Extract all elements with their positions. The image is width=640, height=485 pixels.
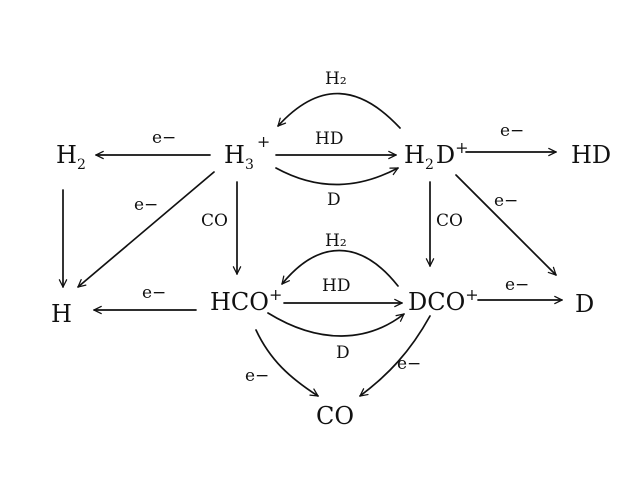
- label-e-hco-to-h: e−: [142, 283, 166, 303]
- label-hd-top: HD: [315, 129, 343, 149]
- label-co-left: CO: [201, 211, 228, 231]
- label-d-mid: D: [336, 343, 350, 363]
- arrow-h3-to-h2d-d: [275, 167, 399, 186]
- arrow-dco-to-co: [359, 315, 431, 397]
- label-d-top: D: [327, 190, 341, 210]
- node-h3-plus: H3+: [224, 132, 270, 173]
- label-e-h3-to-h2: e−: [152, 128, 176, 148]
- label-e-hco-to-co: e−: [245, 366, 269, 386]
- label-h2-mid: H₂: [325, 231, 347, 251]
- node-co: CO: [316, 402, 354, 430]
- node-hd: HD: [571, 141, 611, 169]
- arrow-h3-to-h: [77, 171, 215, 288]
- node-h2d-plus: H2D+: [404, 138, 469, 173]
- node-d: D: [575, 290, 594, 318]
- label-e-dco-to-co: e−: [397, 354, 421, 374]
- node-h2: H2: [56, 141, 86, 173]
- label-h2-top: H₂: [325, 69, 347, 89]
- label-e-h2d-to-hd: e−: [500, 121, 524, 141]
- arrow-h2d-to-h3-h2: [277, 92, 401, 129]
- arrow-h2d-to-d: [455, 174, 557, 276]
- label-hd-mid: HD: [322, 276, 350, 296]
- label-e-dco-to-d: e−: [505, 275, 529, 295]
- node-h: H: [51, 300, 72, 328]
- label-e-h3-to-h: e−: [134, 195, 158, 215]
- arrow-hco-to-dco-d: [267, 312, 405, 337]
- label-e-h2d-to-d: e−: [494, 191, 518, 211]
- node-hco-plus: HCO+: [210, 285, 282, 316]
- arrow-hco-to-co: [255, 329, 319, 397]
- arrow-dco-to-hco-h2: [281, 249, 399, 287]
- node-dco-plus: DCO+: [408, 285, 479, 316]
- label-co-right: CO: [436, 211, 463, 231]
